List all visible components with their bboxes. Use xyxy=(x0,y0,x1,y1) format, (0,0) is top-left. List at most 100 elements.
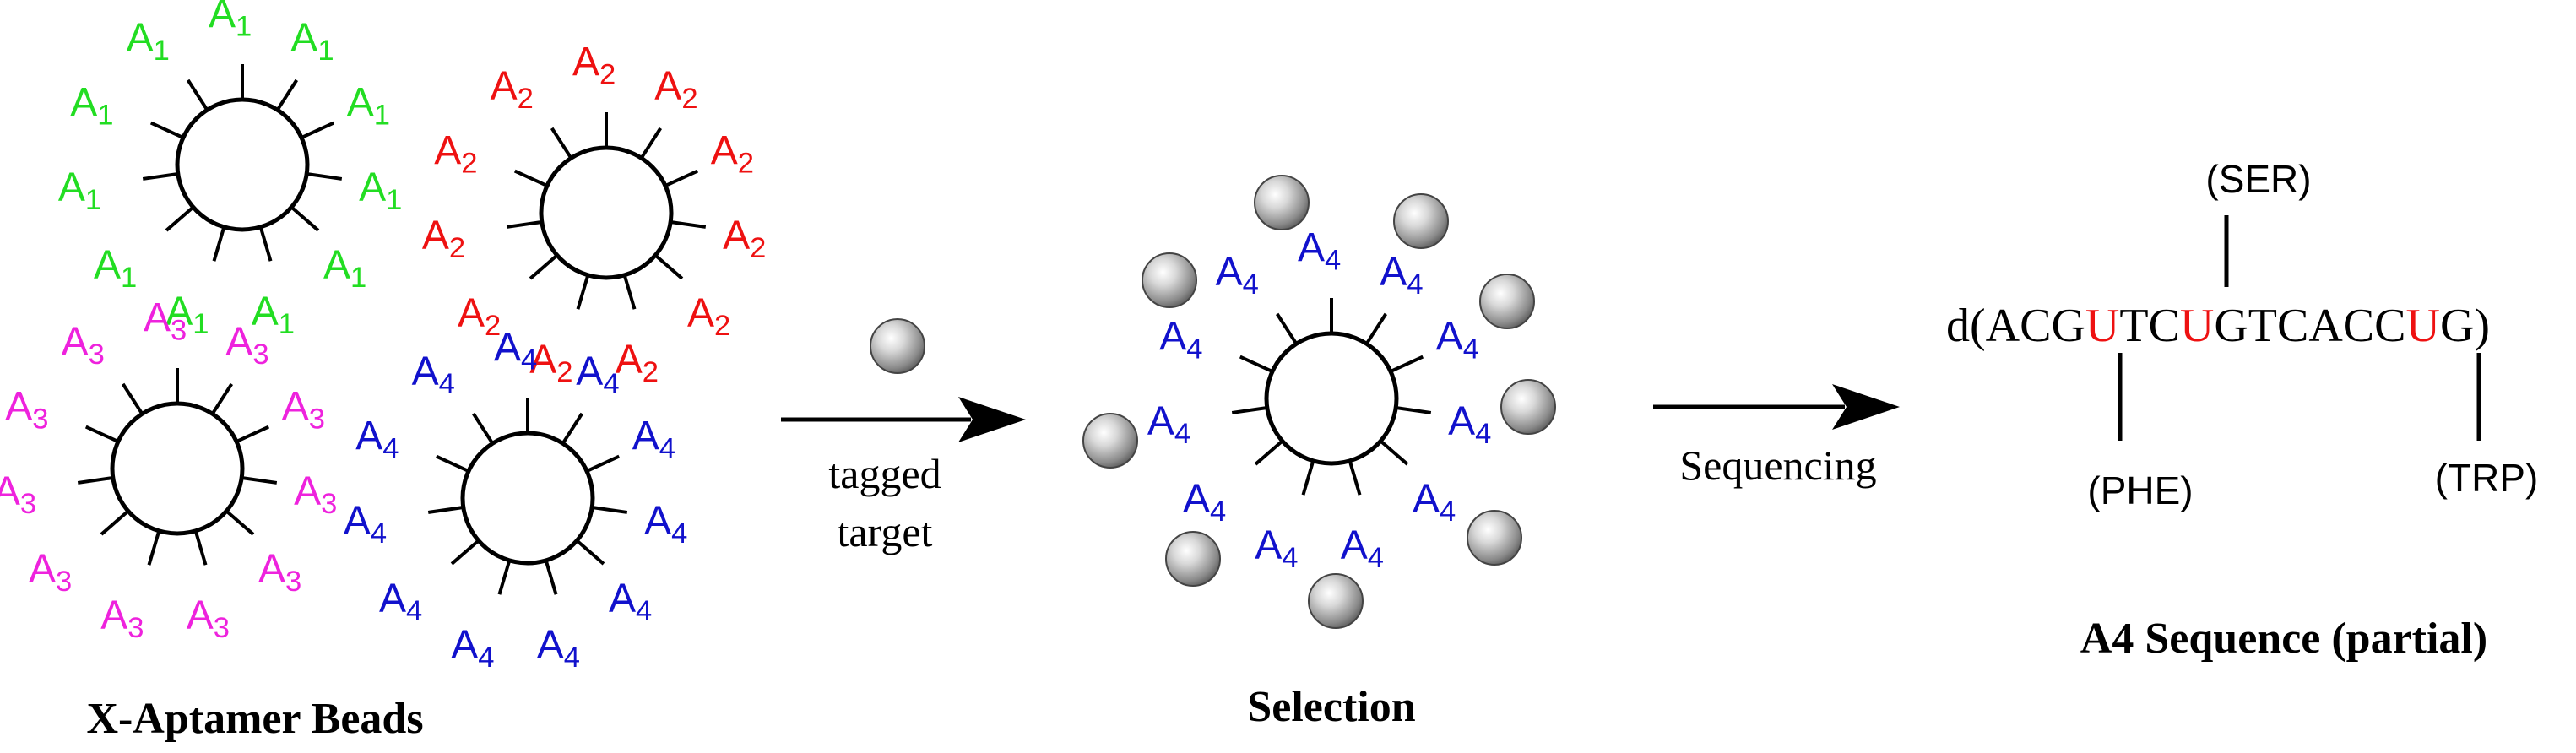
caption-selection: Selection xyxy=(1247,683,1415,731)
bead-spoke xyxy=(1390,355,1424,373)
aptamer-label: A2 xyxy=(491,63,534,115)
bead-spoke xyxy=(529,253,559,280)
aptamer-label: A4 xyxy=(494,325,537,376)
bead-spoke xyxy=(225,509,255,536)
aptamer-label: A2 xyxy=(422,213,465,264)
bead-spoke xyxy=(670,219,707,229)
bead-spoke xyxy=(186,79,209,111)
aptamer-label: A4 xyxy=(1147,398,1190,450)
aptamer-label: A4 xyxy=(1216,249,1259,301)
aptamer-label: A1 xyxy=(165,290,209,341)
aptamer-label: A2 xyxy=(572,40,616,91)
bead-spoke xyxy=(275,79,299,111)
bead-circle xyxy=(1264,331,1399,466)
aptamer-label: A4 xyxy=(537,623,580,674)
aptamer-label: A1 xyxy=(290,15,334,67)
aptamer-label: A3 xyxy=(144,295,187,347)
bead-spoke xyxy=(513,169,548,187)
arrow-sequencing: Sequencing xyxy=(1653,384,1900,489)
bead-circle xyxy=(539,145,674,280)
aptamer-label: A4 xyxy=(644,498,687,550)
aptamer-label: A3 xyxy=(0,469,36,520)
tagged-target-ball xyxy=(1142,252,1197,308)
aptamer-label: A4 xyxy=(1413,477,1456,528)
bead-spoke xyxy=(622,274,637,310)
seq-part: G) xyxy=(2440,300,2490,352)
phe-label: (PHE) xyxy=(2087,469,2193,512)
arrow-label-sequencing: Sequencing xyxy=(1679,442,1876,489)
aptamer-label: A2 xyxy=(458,291,501,343)
bead-spoke xyxy=(290,205,320,232)
bead-spoke xyxy=(241,475,278,485)
bead-spoke xyxy=(100,509,130,536)
aptamer-label: A2 xyxy=(687,291,730,343)
aptamer-label: A1 xyxy=(323,243,366,295)
bead-spoke xyxy=(664,169,699,187)
bead-spoke xyxy=(497,560,512,595)
aptamer-label: A1 xyxy=(347,80,390,132)
arrow-tagged-target: tagged target xyxy=(781,397,1026,555)
bead-spoke xyxy=(210,382,234,415)
caption-beads: X-Aptamer Beads xyxy=(86,695,423,743)
aptamer-label: A4 xyxy=(1183,477,1226,528)
tagged-target-ball xyxy=(870,318,925,374)
bead-spoke xyxy=(121,382,144,415)
aptamer-label: A2 xyxy=(616,338,659,389)
arrow-head xyxy=(1832,384,1900,430)
bead-spoke xyxy=(1231,405,1268,414)
bead-spoke xyxy=(236,425,270,443)
tagged-targets xyxy=(870,175,1556,629)
bead-spoke xyxy=(1254,439,1284,466)
arrow-head xyxy=(958,397,1026,442)
bead-spoke xyxy=(165,205,195,232)
aptamer-label: A3 xyxy=(62,319,105,371)
aptamer-label: A2 xyxy=(654,63,697,115)
bead-spoke xyxy=(1379,439,1409,466)
bead-spoke xyxy=(258,226,273,262)
aptamer-label: A4 xyxy=(1159,314,1202,366)
a4-sequence: d(ACGUTCUGTCACCUG) (SER) (PHE) (TRP) xyxy=(1946,157,2538,512)
seq-part: GTCACC xyxy=(2214,300,2405,352)
bead-spoke xyxy=(586,454,621,473)
aptamer-label: A2 xyxy=(723,213,766,264)
bead-spoke xyxy=(1275,312,1299,345)
trp-label: (TRP) xyxy=(2435,456,2539,500)
aptamer-label: A3 xyxy=(5,384,48,436)
bead-spoke xyxy=(142,171,179,181)
aptamer-label: A3 xyxy=(187,593,230,645)
bead-spoke xyxy=(84,425,119,443)
aptamer-label: A1 xyxy=(252,290,295,341)
bead-spoke xyxy=(435,454,469,473)
aptamer-label: A4 xyxy=(1341,523,1384,575)
aptamer-label: A4 xyxy=(576,349,619,400)
bead-spoke xyxy=(575,539,605,566)
aptamer-label: A1 xyxy=(70,80,113,132)
tagged-target-ball xyxy=(1500,379,1556,435)
bead-circle xyxy=(460,431,595,566)
seq-part: TC xyxy=(2119,300,2180,352)
aptamer-label: A4 xyxy=(1255,523,1298,575)
bead-spoke xyxy=(506,219,543,229)
aptamer-label: A4 xyxy=(1436,314,1479,366)
aptamer-label: A4 xyxy=(632,414,675,465)
tagged-target-ball xyxy=(1467,510,1522,566)
sequence-text: d(ACGUTCUGTCACCUG) xyxy=(1946,300,2490,352)
aptamer-label: A3 xyxy=(282,384,325,436)
bead-spoke xyxy=(1348,460,1362,496)
aptamer-label: A1 xyxy=(94,243,137,295)
bead-spoke xyxy=(1239,355,1273,373)
arrow-label-target: target xyxy=(838,508,933,555)
ser-label: (SER) xyxy=(2205,157,2311,201)
bead-spoke xyxy=(471,412,495,445)
bead-spoke xyxy=(212,226,226,262)
bead-spoke xyxy=(450,539,480,566)
bead-spoke xyxy=(544,560,558,595)
aptamer-label: A3 xyxy=(225,319,268,371)
bead-spoke xyxy=(1364,312,1388,345)
